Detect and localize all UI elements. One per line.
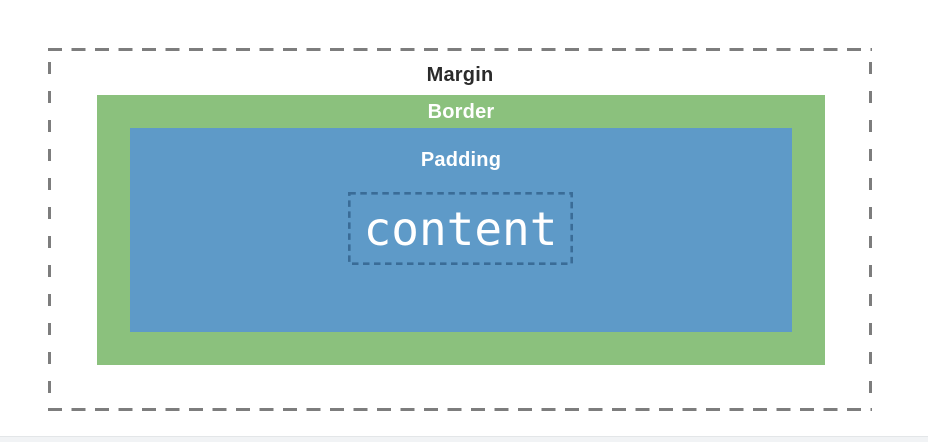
content-label: content bbox=[363, 201, 558, 256]
padding-label: Padding bbox=[420, 149, 502, 171]
page-bottom-strip bbox=[0, 436, 928, 442]
content-box: content bbox=[348, 192, 573, 265]
border-box: Border Padding content bbox=[97, 95, 825, 365]
padding-box: Padding content bbox=[130, 128, 792, 332]
border-label: Border bbox=[427, 101, 495, 123]
margin-label: Margin bbox=[426, 64, 494, 86]
margin-box: Margin Border Padding content bbox=[48, 48, 872, 411]
